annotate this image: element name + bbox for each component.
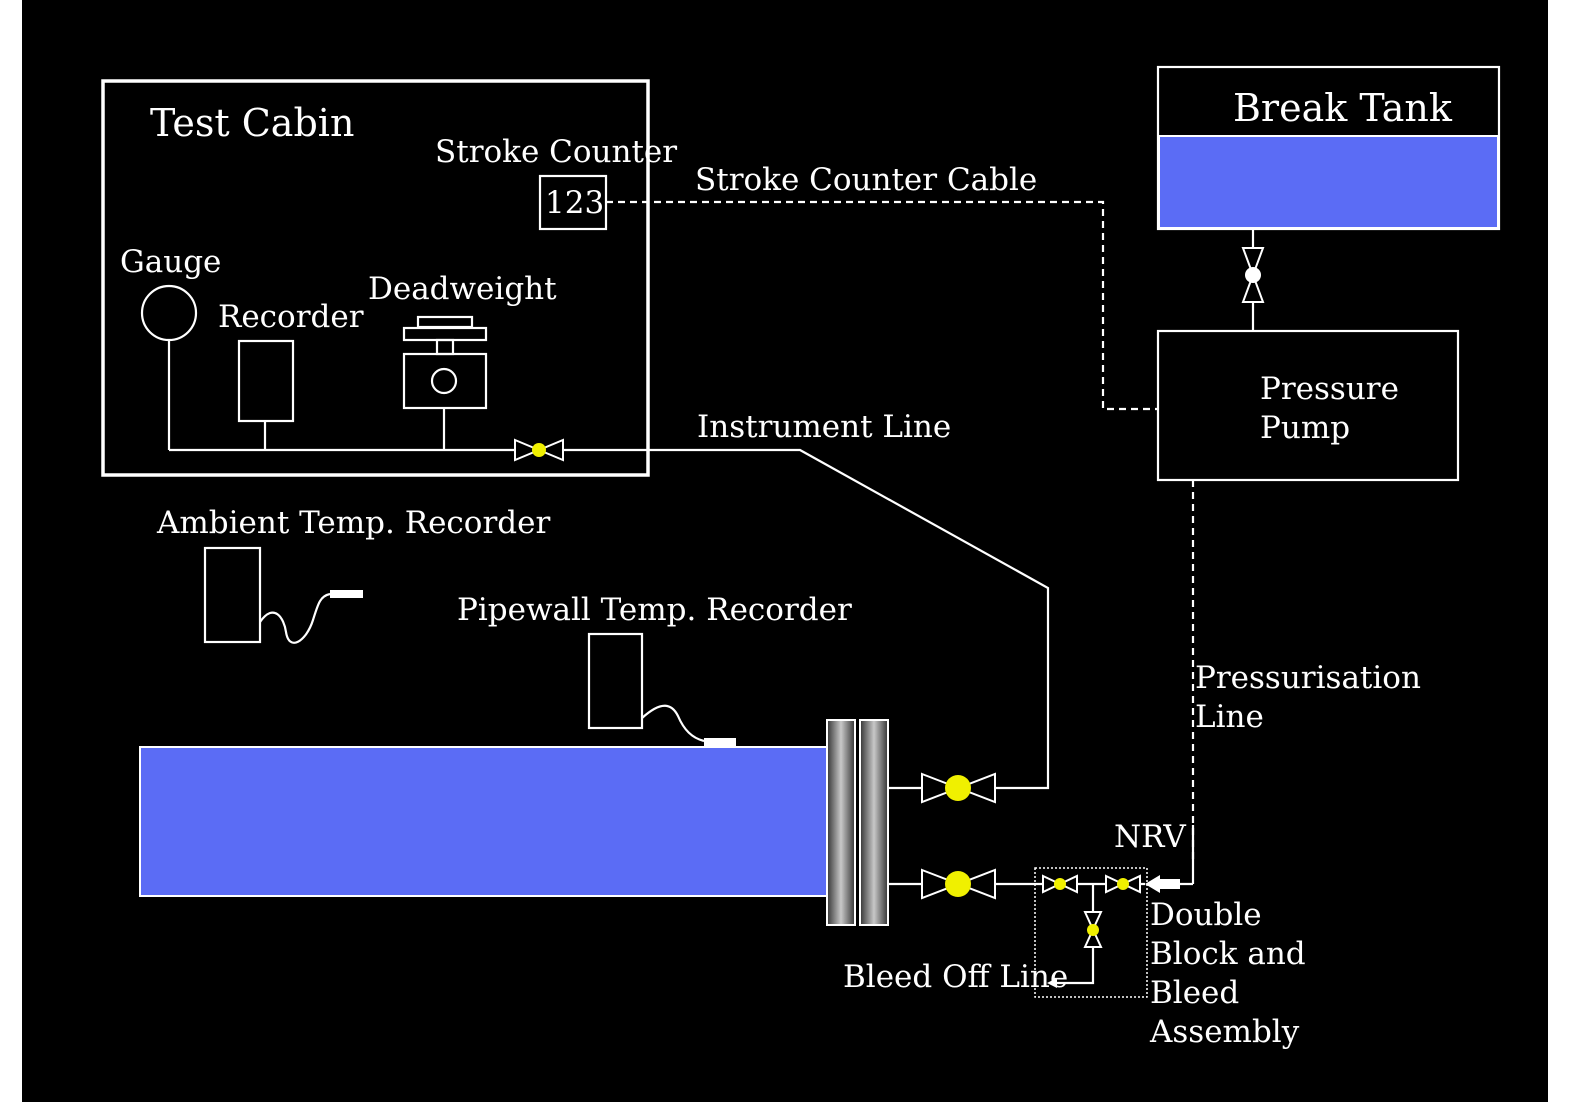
- pipewall-temp-recorder-label: Pipewall Temp. Recorder: [457, 592, 852, 628]
- dbb-label-line2: Block and: [1150, 936, 1306, 972]
- valve-ball: [1054, 878, 1066, 890]
- valve-ball: [1245, 267, 1261, 283]
- pressure-pump-label-line1: Pressure: [1260, 371, 1399, 407]
- valve-ball: [945, 871, 971, 897]
- ambient-probe-wire: [259, 592, 331, 644]
- flange-icon: [826, 719, 889, 926]
- test-cabin: Test Cabin Stroke Counter 123 Gauge Reco…: [101, 79, 677, 477]
- instrument-tapping-valve[interactable]: [921, 772, 996, 804]
- test-cabin-label: Test Cabin: [150, 101, 354, 145]
- break-tank: Break Tank: [1156, 65, 1501, 231]
- nrv-label: NRV: [1114, 819, 1186, 855]
- break-tank-fluid: [1158, 135, 1499, 229]
- valve-ball: [1087, 924, 1099, 936]
- bleed-off-line: [1056, 947, 1095, 985]
- double-block-and-bleed-assembly: [1034, 867, 1148, 998]
- dbb-boundary: [1034, 867, 1148, 998]
- test-cabin-frame: [101, 79, 650, 477]
- cabin-isolation-valve[interactable]: [514, 438, 564, 462]
- instrument-line-label: Instrument Line: [697, 409, 951, 445]
- pipeline-section: [139, 746, 829, 897]
- break-tank-label: Break Tank: [1233, 86, 1453, 130]
- stroke-counter-cable: [606, 200, 1158, 411]
- instrument-line: [563, 448, 1050, 790]
- pressurisation-line-label-line2: Line: [1195, 699, 1264, 735]
- stroke-counter-cable-label: Stroke Counter Cable: [695, 162, 1037, 198]
- pressure-pump: Pressure Pump: [1156, 329, 1460, 482]
- deadweight-label: Deadweight: [368, 271, 557, 307]
- check-valve-arrow-icon: [1145, 875, 1160, 893]
- valve-ball: [945, 775, 971, 801]
- gauge-label: Gauge: [120, 244, 221, 280]
- bleed-off-line-label: Bleed Off Line: [843, 959, 1068, 995]
- dbb-label-line4: Assembly: [1149, 1014, 1300, 1050]
- dbb-block-valve-1[interactable]: [1042, 874, 1078, 894]
- pressure-pump-label-line2: Pump: [1260, 410, 1350, 446]
- dbb-label-line1: Double: [1150, 897, 1262, 933]
- recorder-label: Recorder: [218, 299, 364, 335]
- temperature-probe-icon: [704, 738, 736, 746]
- pipewall-recorder-icon: [587, 632, 644, 730]
- valve-ball: [532, 443, 546, 457]
- pressurisation-tapping-valve[interactable]: [921, 868, 996, 900]
- stroke-counter-value: 123: [545, 185, 604, 221]
- stroke-counter-label: Stroke Counter: [435, 134, 677, 170]
- dbb-bleed-valve[interactable]: [1083, 911, 1103, 948]
- temperature-probe-icon: [330, 590, 363, 598]
- bleed-arrow-icon: [1047, 978, 1057, 988]
- dbb-block-valve-2[interactable]: [1105, 874, 1141, 894]
- tank-outlet-valve[interactable]: [1241, 247, 1265, 303]
- ambient-recorder-icon: [203, 546, 262, 644]
- dbb-label-line3: Bleed: [1150, 975, 1239, 1011]
- valve-ball: [1117, 878, 1129, 890]
- pipewall-probe-wire: [641, 704, 705, 743]
- ambient-temp-recorder-label: Ambient Temp. Recorder: [156, 505, 550, 541]
- pressurisation-line-label-line1: Pressurisation: [1195, 660, 1421, 696]
- pressure-pump-frame: [1156, 329, 1460, 482]
